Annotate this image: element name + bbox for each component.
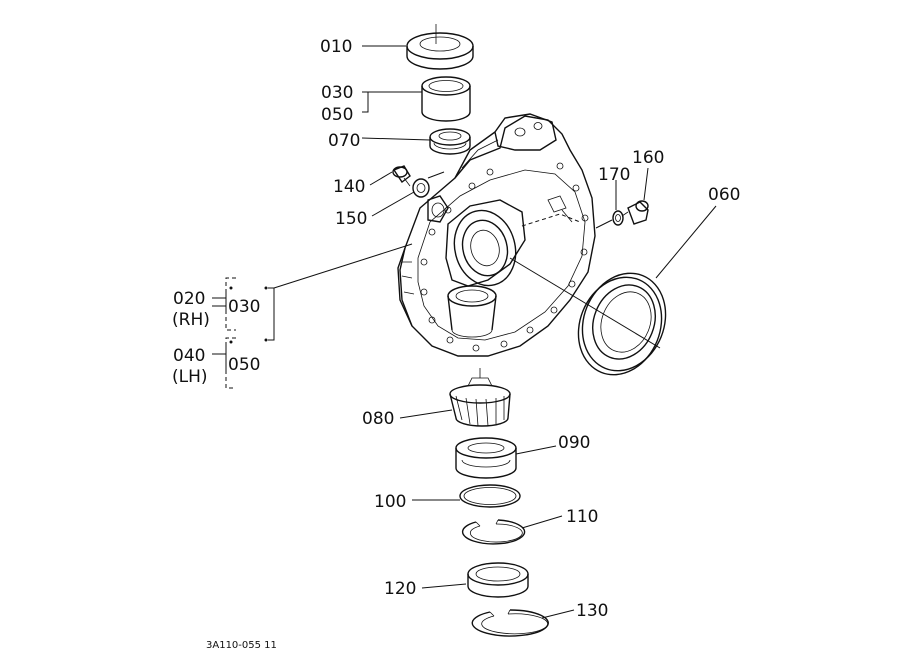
label-050: 050 [321, 105, 353, 125]
label-lh: (LH) [172, 367, 208, 387]
label-160: 160 [632, 148, 664, 168]
part-160-plug [621, 200, 649, 225]
label-100: 100 [374, 492, 406, 512]
label-030-variant: 030 [228, 297, 260, 317]
part-010-seal [406, 24, 474, 70]
label-170: 170 [598, 165, 630, 185]
label-110: 110 [566, 507, 598, 527]
variant-brackets [212, 277, 268, 389]
part-140-plug [392, 165, 411, 187]
label-140: 140 [333, 177, 365, 197]
part-070-bearing [429, 128, 471, 155]
label-120: 120 [384, 579, 416, 599]
label-090: 090 [558, 433, 590, 453]
label-070: 070 [328, 131, 360, 151]
part-090-bearing [455, 437, 517, 479]
part-080-bevel-gear [449, 368, 511, 427]
label-040: 040 [173, 346, 205, 366]
label-060: 060 [708, 185, 740, 205]
label-030: 030 [321, 83, 353, 103]
label-050-variant: 050 [228, 355, 260, 375]
part-060-oil-seal [577, 272, 667, 376]
drawing-code: 3A110-055 11 [206, 640, 277, 651]
part-130-circlip [471, 609, 549, 637]
label-020: 020 [173, 289, 205, 309]
part-030-bushing [421, 76, 471, 122]
part-100-snap-ring [459, 484, 521, 508]
part-120-collar [467, 562, 529, 598]
gear-housing [397, 113, 596, 357]
leader-lines [268, 45, 717, 619]
label-rh: (RH) [172, 310, 210, 330]
label-010: 010 [320, 37, 352, 57]
part-150-washer [412, 178, 430, 198]
label-150: 150 [335, 209, 367, 229]
flange-bolt-holes [420, 162, 589, 352]
part-110-circlip [461, 519, 526, 545]
label-130: 130 [576, 601, 608, 621]
part-170-washer [612, 210, 624, 226]
label-080: 080 [362, 409, 394, 429]
